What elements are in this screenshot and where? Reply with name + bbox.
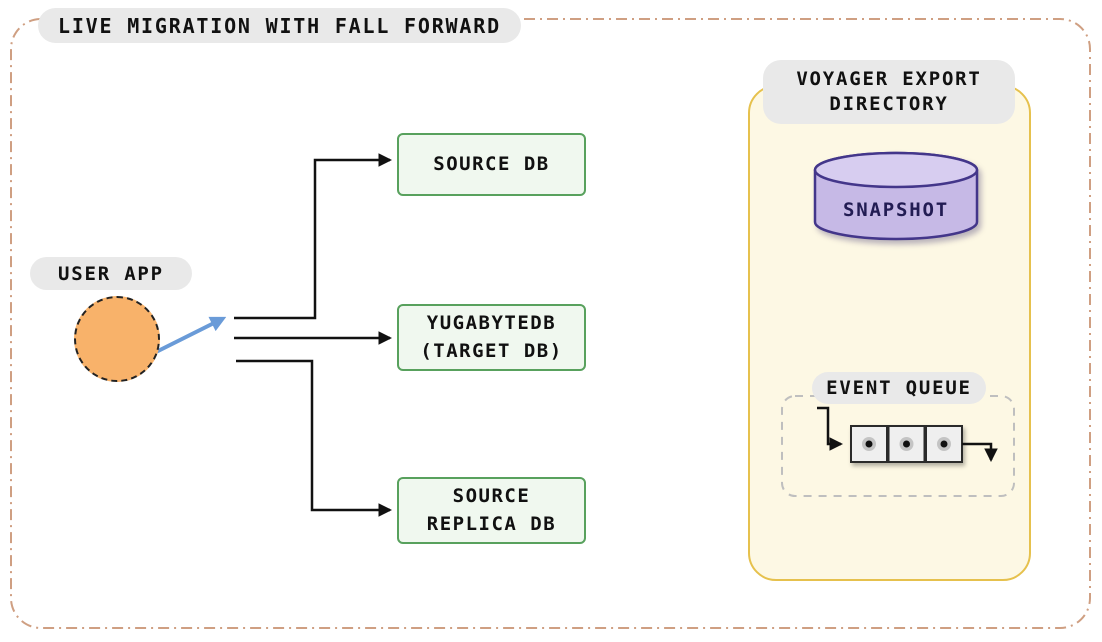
user-app-circle: [74, 296, 160, 382]
voyager-title-line2: DIRECTORY: [829, 93, 949, 116]
replica-db-label-line2: REPLICA DB: [426, 512, 557, 535]
target-db-label-line1: YUGABYTEDB: [426, 311, 557, 334]
queue-cells-icon: [850, 425, 963, 463]
queue-out-arrow: [962, 442, 998, 463]
user-app-arrow: [151, 316, 227, 356]
queue-in-arrow: [817, 406, 844, 451]
replica-db-box: SOURCE REPLICA DB: [397, 477, 586, 544]
connector-to-replica-db: [236, 359, 393, 517]
event-queue-label: EVENT QUEUE: [812, 372, 986, 404]
voyager-title-line1: VOYAGER EXPORT: [796, 68, 982, 90]
source-db-box: SOURCE DB: [397, 133, 586, 196]
user-app-label: USER APP: [30, 257, 192, 290]
replica-db-label-line1: SOURCE: [452, 484, 531, 507]
target-db-label-line2: (TARGET DB): [420, 339, 563, 362]
source-db-label: SOURCE DB: [433, 152, 550, 175]
snapshot-label: SNAPSHOT: [843, 199, 949, 221]
voyager-export-directory-label: VOYAGER EXPORT DIRECTORY: [763, 60, 1015, 125]
snapshot-cylinder-icon: [813, 151, 979, 241]
diagram-title: LIVE MIGRATION WITH FALL FORWARD: [38, 8, 521, 43]
connector-to-source-db: [234, 153, 393, 320]
event-queue-dashed-box: [781, 395, 1015, 497]
target-db-box: YUGABYTEDB (TARGET DB): [397, 304, 586, 371]
diagram-outer-border: [10, 18, 1091, 629]
